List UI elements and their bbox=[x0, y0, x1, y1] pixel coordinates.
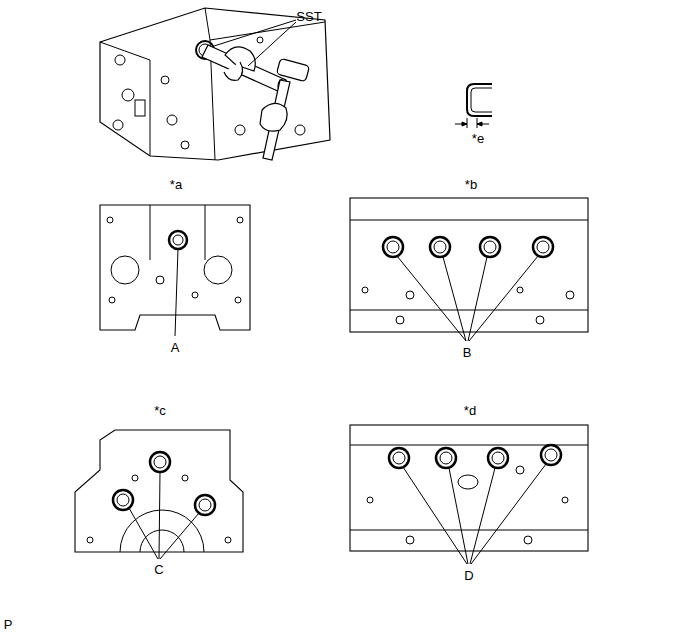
part-callout: D bbox=[464, 568, 473, 583]
view-label: *c bbox=[154, 403, 166, 418]
leader-line bbox=[248, 22, 296, 66]
page-mark: P bbox=[4, 617, 13, 632]
block-view-c bbox=[75, 430, 243, 559]
view-label: *d bbox=[464, 403, 476, 418]
block-perspective bbox=[100, 8, 330, 160]
part-callout: B bbox=[463, 345, 472, 360]
dimension bbox=[455, 118, 489, 128]
view-label: *b bbox=[465, 177, 477, 192]
part-callout: A bbox=[171, 340, 180, 355]
part-callout: C bbox=[154, 562, 163, 577]
sst-drift bbox=[202, 45, 288, 93]
dimension-label: *e bbox=[472, 131, 484, 146]
view-label: *a bbox=[170, 177, 182, 192]
plug-section bbox=[467, 84, 492, 116]
hammer bbox=[260, 58, 310, 160]
block-view-a bbox=[100, 205, 250, 336]
tool-label: SST bbox=[296, 9, 321, 24]
block-view-d bbox=[350, 425, 588, 564]
block-view-b bbox=[350, 198, 588, 341]
